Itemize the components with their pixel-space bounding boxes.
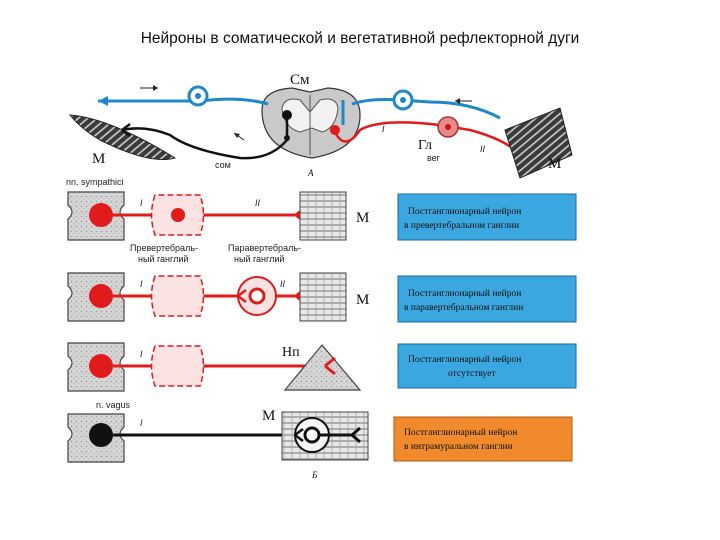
spinal-cord-section	[261, 87, 361, 159]
row-no-postganglionic: I Нп	[67, 342, 362, 392]
svg-text:М: М	[356, 210, 369, 226]
info-box-4: Постганглионарный нейрон в интрамурально…	[393, 416, 573, 462]
svg-text:II: II	[480, 144, 486, 154]
afferent-arrow-left	[98, 96, 108, 106]
svg-text:I: I	[140, 198, 143, 208]
svg-text:Постганглионарный нейрон: Постганглионарный нейрон	[404, 427, 517, 438]
label-paravert-1: Паравертебраль-	[228, 243, 301, 253]
afferent-fiber-somatic	[98, 97, 269, 106]
label-vagus: n. vagus	[96, 400, 131, 410]
row-prevertebral: I II М	[67, 191, 369, 241]
muscle-tissue-right	[504, 107, 573, 179]
info-box-1: Постганглионарный нейрон в превертебраль…	[397, 193, 577, 241]
label-veg: вег	[427, 153, 441, 163]
label-symp: nn. sympathici	[66, 177, 124, 187]
label-sm: См	[290, 72, 310, 88]
efferent-fiber-somatic	[121, 118, 289, 160]
label-paravert-2: ный ганглий	[234, 254, 284, 264]
label-b: Б	[311, 470, 318, 480]
svg-text:М: М	[262, 408, 275, 424]
row-intramural: I М Б	[67, 408, 369, 480]
svg-text:М: М	[356, 292, 369, 308]
afferent-fiber-vegetative	[351, 98, 501, 120]
label-prevert-2: ный ганглий	[138, 254, 188, 264]
page-title: Нейроны в соматической и вегетативной ре…	[140, 30, 580, 47]
svg-text:в паравертебральном ганглии: в паравертебральном ганглии	[404, 302, 523, 313]
skeletal-muscle-left	[68, 114, 177, 161]
label-m-right: М	[548, 156, 561, 172]
svg-text:I: I	[140, 279, 143, 289]
svg-text:в интрамуральном ганглии: в интрамуральном ганглии	[404, 442, 513, 452]
part-a-somatic-vegetative-arcs: См М сом Гл вег I I	[68, 72, 573, 179]
label-m-left: М	[92, 151, 105, 167]
svg-text:I: I	[140, 349, 143, 359]
info-box-2: Постганглионарный нейрон в паравертебрал…	[397, 275, 577, 323]
svg-text:отсутствует: отсутствует	[448, 369, 496, 379]
svg-text:II: II	[280, 279, 286, 289]
svg-text:Постганглионарный нейрон: Постганглионарный нейрон	[408, 288, 521, 299]
svg-text:I: I	[140, 418, 143, 428]
info-box-3: Постганглионарный нейрон отсутствует	[397, 343, 577, 389]
svg-text:Постганглионарный нейрон: Постганглионарный нейрон	[408, 354, 521, 365]
label-np: Нп	[282, 345, 300, 360]
svg-text:в превертебральном ганглии: в превертебральном ганглии	[404, 220, 519, 231]
efferent-fiber-vegetative	[333, 121, 516, 151]
label-som: сом	[215, 160, 231, 170]
svg-text:II: II	[255, 198, 261, 208]
row-paravertebral: I II М	[67, 272, 369, 322]
label-prevert-1: Превертебраль-	[130, 243, 198, 253]
label-gl: Гл	[418, 138, 432, 153]
svg-text:Постганглионарный нейрон: Постганглионарный нейрон	[408, 206, 521, 217]
svg-text:I: I	[382, 124, 385, 134]
label-a: А	[307, 168, 314, 178]
